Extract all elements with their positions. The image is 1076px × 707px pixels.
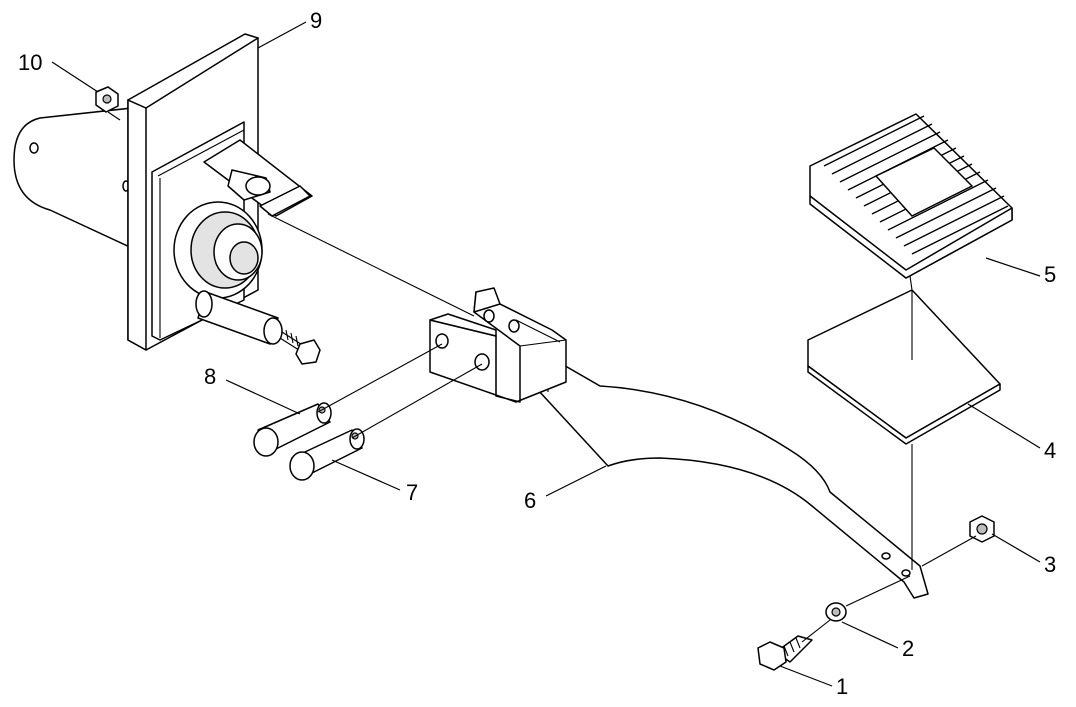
part-5-pedal-pad	[809, 113, 1013, 279]
part-3-nut	[969, 515, 995, 543]
part-10-nut	[95, 86, 121, 121]
callout-6: 6	[524, 488, 536, 513]
part-9-mounting-bracket	[13, 33, 321, 365]
callout-10: 10	[18, 50, 42, 75]
leader-lines	[51, 21, 1041, 687]
part-2-washer	[825, 602, 847, 622]
part-7-clevis-pin	[289, 428, 365, 481]
callout-labels: 9 10 5 4 3 2 1 6 8 7	[18, 8, 1056, 699]
assembly-center-lines	[267, 213, 977, 643]
callout-7: 7	[406, 480, 418, 505]
callout-3: 3	[1044, 552, 1056, 577]
callout-9: 9	[310, 8, 322, 33]
callout-1: 1	[836, 674, 848, 699]
callout-4: 4	[1044, 438, 1056, 463]
part-4-backing-plate	[807, 289, 1001, 445]
callout-2: 2	[902, 636, 914, 661]
callout-8: 8	[204, 364, 216, 389]
callout-5: 5	[1044, 262, 1056, 287]
part-1-bolt	[757, 635, 813, 671]
